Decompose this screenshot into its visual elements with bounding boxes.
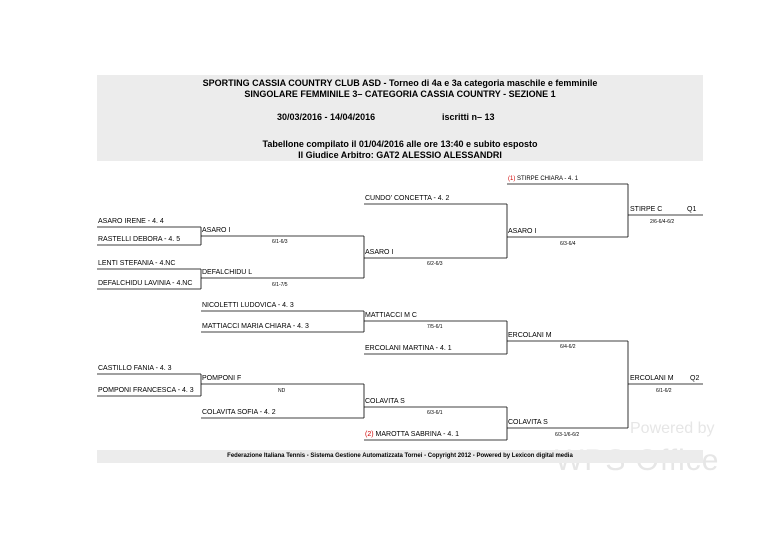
player-r2-3: NICOLETTI LUDOVICA - 4. 3 bbox=[202, 302, 294, 309]
player-r1-4: DEFALCHIDU LAVINIA - 4.NC bbox=[98, 280, 193, 287]
seed-marker-1: (1) bbox=[508, 176, 516, 182]
player-r3-6-name: MAROTTA SABRINA - 4. 1 bbox=[375, 431, 460, 438]
player-r4-1-name: STIRPE CHIARA - 4. 1 bbox=[517, 176, 579, 182]
player-r3-5: COLAVITA S bbox=[365, 398, 405, 405]
player-r1-6: POMPONI FRANCESCA - 4. 3 bbox=[98, 387, 194, 394]
score-r1-c: ND bbox=[278, 388, 286, 394]
player-r3-4: ERCOLANI MARTINA - 4. 1 bbox=[365, 345, 452, 352]
player-r1-5: CASTILLO FANIA - 4. 3 bbox=[98, 365, 172, 372]
player-r4-4: COLAVITA S bbox=[508, 419, 548, 426]
player-r1-1: ASARO IRENE - 4. 4 bbox=[98, 218, 164, 225]
score-r2-a: 6/2-6/3 bbox=[427, 261, 443, 267]
score-r4-a: 2/6-6/4-6/2 bbox=[650, 219, 675, 225]
player-r2-6: COLAVITA SOFIA - 4. 2 bbox=[202, 409, 276, 416]
header-entries: iscritti n– 13 bbox=[442, 112, 495, 122]
header-dates: 30/03/2016 - 14/04/2016 bbox=[277, 112, 376, 122]
player-r3-2: ASARO I bbox=[365, 249, 394, 256]
header-title: SPORTING CASSIA COUNTRY CLUB ASD - Torne… bbox=[202, 78, 598, 88]
player-r1-2: RASTELLI DEBORA - 4. 5 bbox=[98, 236, 181, 243]
player-r2-4: MATTIACCI MARIA CHIARA - 4. 3 bbox=[202, 323, 309, 330]
player-r2-1: ASARO I bbox=[202, 227, 231, 234]
footer-copyright: Federazione Italiana Tennis - Sistema Ge… bbox=[97, 450, 703, 463]
score-r3-c: 6/3-1/6-6/2 bbox=[555, 432, 580, 438]
player-r1-3: LENTI STEFANIA - 4.NC bbox=[98, 260, 176, 267]
score-r2-b: 7/5-6/1 bbox=[427, 324, 443, 330]
qualifier-1: Q1 bbox=[687, 206, 697, 213]
header-subtitle: SINGOLARE FEMMINILE 3– CATEGORIA CASSIA … bbox=[244, 89, 556, 99]
score-r3-a: 6/3-6/4 bbox=[560, 241, 576, 247]
player-r4-3: ERCOLANI M bbox=[508, 332, 552, 339]
watermark-top: Powered by bbox=[630, 420, 715, 437]
player-r5-2: ERCOLANI M bbox=[630, 375, 674, 382]
player-r5-1: STIRPE C bbox=[630, 206, 663, 213]
header-referee: Il Giudice Arbitro: GAT2 ALESSIO ALESSAN… bbox=[298, 150, 502, 160]
score-r4-b: 6/1-6/2 bbox=[656, 388, 672, 394]
player-r2-2: DEFALCHIDU L bbox=[202, 269, 253, 276]
score-r1-b: 6/1-7/5 bbox=[272, 282, 288, 288]
player-r4-1: (1) STIRPE CHIARA - 4. 1 bbox=[508, 175, 578, 183]
score-r2-c: 6/3-6/1 bbox=[427, 410, 443, 416]
score-r3-b: 6/4-6/2 bbox=[560, 344, 576, 350]
player-r2-5: POMPONI F bbox=[202, 375, 242, 382]
qualifier-2: Q2 bbox=[690, 375, 700, 382]
player-r4-2: ASARO I bbox=[508, 228, 537, 235]
player-r3-3: MATTIACCI M C bbox=[365, 312, 417, 319]
header-compiled: Tabellone compilato il 01/04/2016 alle o… bbox=[262, 139, 538, 149]
player-r3-1: CUNDO' CONCETTA - 4. 2 bbox=[365, 195, 450, 202]
player-r3-6: (2) MAROTTA SABRINA - 4. 1 bbox=[365, 431, 459, 439]
score-r1-a: 6/1-6/3 bbox=[272, 239, 288, 245]
seed-marker-2: (2) bbox=[365, 431, 374, 438]
tournament-header: SPORTING CASSIA COUNTRY CLUB ASD - Torne… bbox=[97, 75, 703, 161]
